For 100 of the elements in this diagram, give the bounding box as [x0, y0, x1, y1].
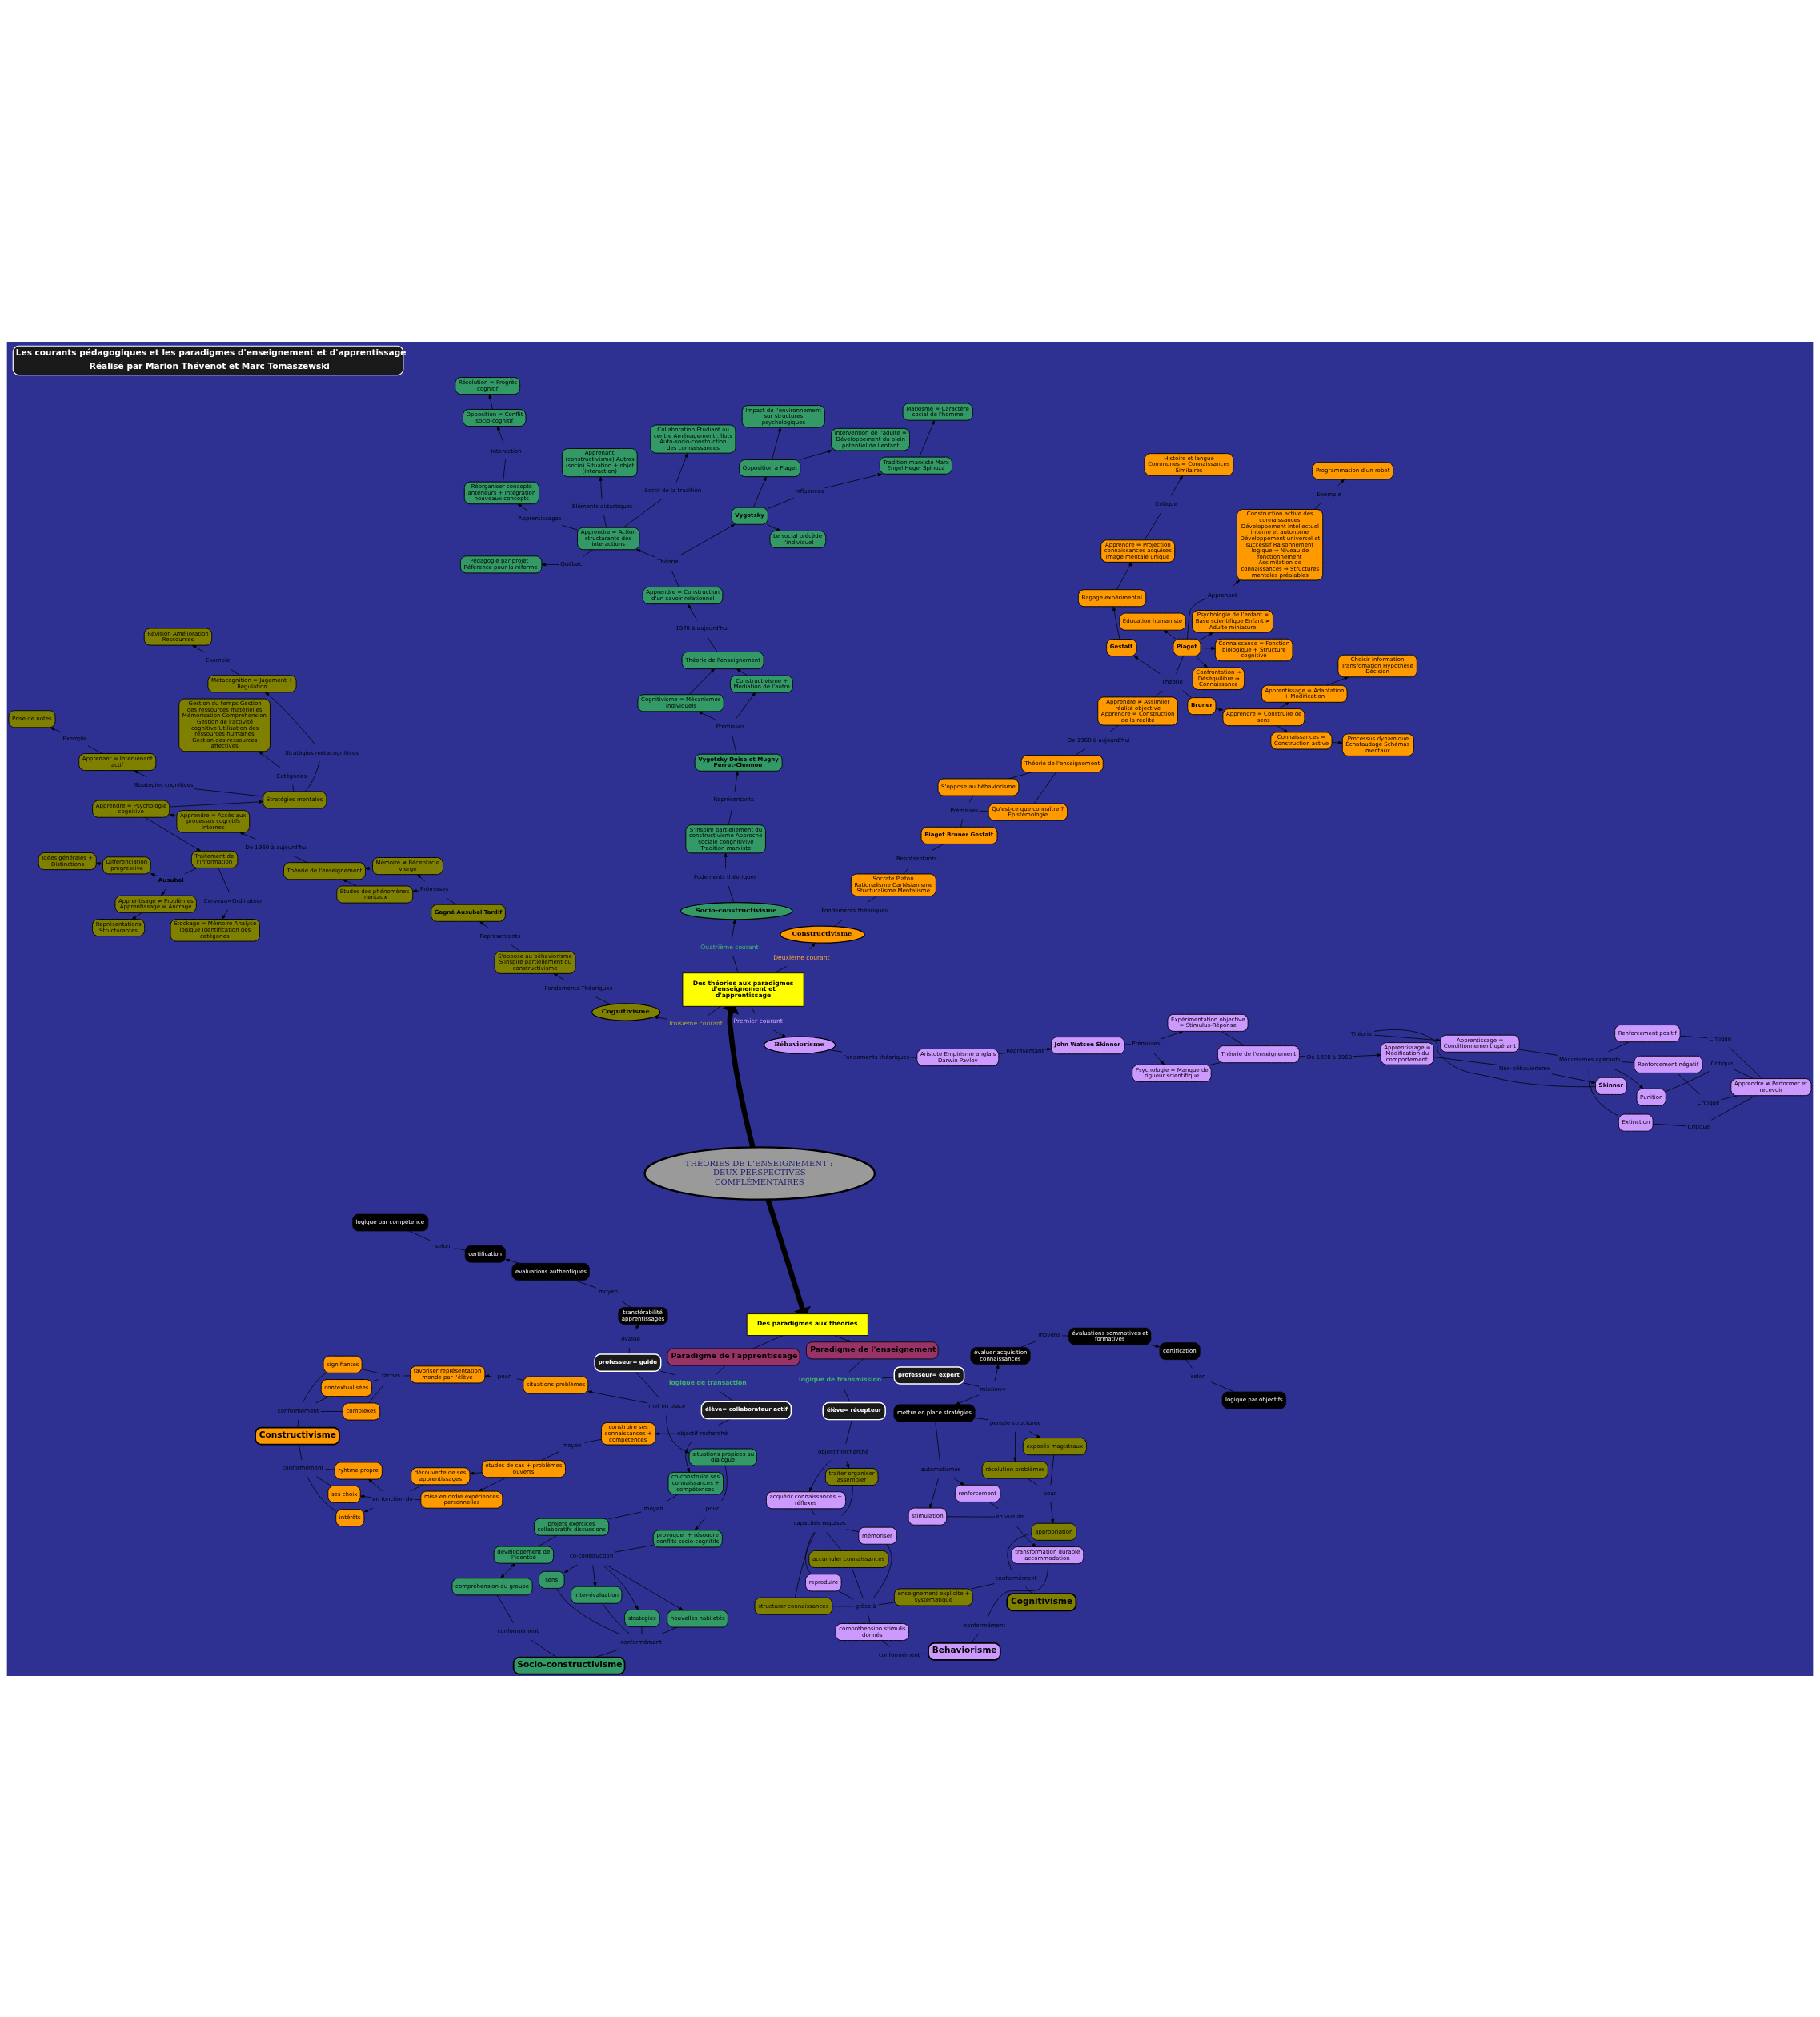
arrow [563, 1564, 578, 1573]
connector [1144, 511, 1161, 540]
arrow [1163, 629, 1177, 639]
arrow [824, 472, 882, 488]
connector [867, 895, 878, 903]
arrow [808, 942, 816, 950]
connector [1109, 724, 1120, 732]
arrow [666, 1414, 690, 1453]
connector [1154, 689, 1163, 697]
connector [1677, 1072, 1700, 1095]
connector [325, 1468, 335, 1470]
arrow [365, 866, 373, 870]
arrow [500, 1562, 516, 1578]
arrow [169, 813, 178, 817]
arrow [1613, 1068, 1644, 1089]
arrow [685, 1442, 692, 1473]
connector [828, 1049, 843, 1053]
arrow [736, 668, 748, 676]
connector [878, 1602, 895, 1605]
arrow [846, 1460, 850, 1469]
connector [1061, 1335, 1069, 1336]
connector [732, 734, 737, 754]
connector [707, 636, 718, 652]
connector [1299, 1055, 1306, 1057]
connector [998, 1052, 1006, 1054]
arrow [488, 393, 493, 410]
connector [795, 1531, 816, 1598]
arrow [541, 562, 559, 566]
connector [660, 1370, 675, 1375]
connector [1710, 1094, 1756, 1121]
arrow [412, 888, 420, 892]
connector [628, 1347, 631, 1354]
connector [574, 1279, 597, 1288]
connector [555, 1587, 620, 1634]
connector [728, 808, 732, 825]
arrow [1337, 479, 1345, 486]
arrow [688, 668, 716, 695]
arrow [363, 1507, 374, 1512]
arrow [773, 1029, 787, 1037]
caption: Réalisé par Marion Thévenot et Marc Tomaszewski [89, 360, 330, 371]
arrow [808, 1460, 832, 1492]
connector [1221, 1030, 1245, 1046]
connector [409, 1230, 431, 1241]
connector [848, 1358, 864, 1373]
connector [361, 1368, 379, 1373]
connector [935, 1421, 940, 1462]
connector [838, 1590, 854, 1599]
arrow [192, 644, 206, 653]
arrow [367, 1478, 383, 1491]
arrow [724, 852, 728, 869]
connector [315, 1395, 330, 1403]
arrow [484, 1373, 492, 1377]
arrow [1170, 475, 1183, 496]
node-box: Socio-constructivisme [512, 1656, 626, 1675]
arrow [1149, 1344, 1161, 1348]
connector [1314, 502, 1321, 510]
arrow [599, 475, 603, 499]
connector [851, 1566, 864, 1598]
arrow [698, 711, 716, 720]
connector [767, 497, 795, 509]
connector [583, 548, 594, 556]
arrow [653, 1015, 667, 1019]
connector [1176, 655, 1184, 674]
connector [184, 867, 198, 874]
connector [964, 1382, 980, 1387]
node-ellipse: Constructivisme [780, 924, 865, 944]
arrow [131, 912, 143, 920]
connector [1679, 1035, 1708, 1038]
arrow [1044, 1047, 1052, 1051]
arrow [1200, 632, 1214, 640]
arrow [1133, 655, 1161, 674]
arrow [606, 1564, 684, 1610]
connector [732, 955, 739, 973]
arrow [497, 425, 504, 443]
connector [979, 810, 989, 812]
arrow [1353, 1053, 1381, 1057]
arrow [222, 908, 229, 920]
connector [595, 996, 611, 1004]
arrow [1277, 701, 1290, 709]
connector [988, 1501, 999, 1509]
arrow [134, 769, 148, 777]
connector [832, 1605, 854, 1606]
connector [728, 884, 735, 903]
arrow [169, 800, 263, 807]
arrow [635, 1323, 639, 1331]
connector [810, 1508, 816, 1515]
node-box: Constructivisme [255, 1426, 340, 1445]
arrow [1050, 1501, 1055, 1524]
arrow [1016, 1525, 1036, 1547]
connector [1652, 1123, 1686, 1126]
connector [218, 867, 230, 893]
connector [1075, 748, 1086, 756]
connector [297, 1419, 299, 1428]
connector [1209, 1061, 1221, 1065]
connector [946, 1515, 996, 1517]
arrow [1153, 1052, 1165, 1065]
arrow [258, 750, 281, 768]
connector [974, 1417, 989, 1420]
connector [368, 1384, 385, 1403]
connector [841, 1484, 853, 1515]
